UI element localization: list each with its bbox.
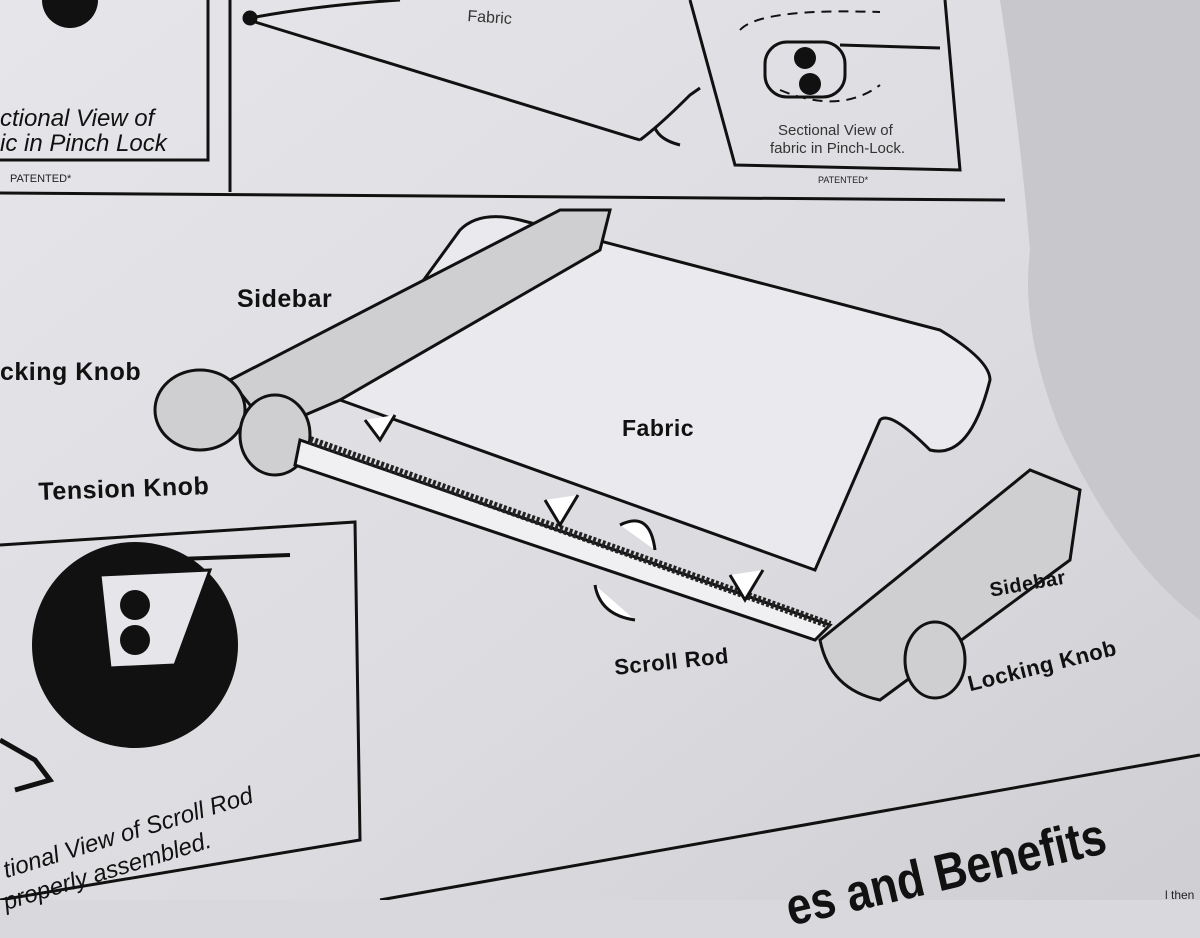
label-locking-knob-left: cking Knob [0,358,142,386]
top-fabric-drawing [242,0,701,147]
top-left-patent: PATENTED* [10,173,72,185]
bottom-left-panel [0,520,362,900]
sidebar-left-wood [153,208,612,477]
instruction-sheet-drawing [0,0,1200,900]
section-divider [379,753,1200,900]
scroll-rod-drawing [293,436,833,642]
cut-off-body-text: l then [1165,888,1195,902]
top-left-caption-line1: ctional View of [0,105,155,132]
pinch-lock-section-left [42,0,98,28]
label-fabric: Fabric [622,415,695,441]
label-tension-knob: Tension Knob [38,472,210,506]
top-fabric-label: Fabric [466,8,513,29]
top-right-caption-line2: fabric in Pinch-Lock. [770,140,906,157]
top-panel-borders [0,0,1006,202]
label-sidebar-left: Sidebar [237,285,333,313]
direction-arrows [363,414,765,622]
pinch-lock-section-right [739,10,941,103]
top-left-caption-line2: ic in Pinch Lock [0,130,167,157]
top-right-patent: PATENTED* [818,175,869,185]
top-right-caption-line1: Sectional View of [778,122,893,139]
paper-shadow-edge [1000,0,1200,620]
sidebar-right-wood [818,468,1082,702]
